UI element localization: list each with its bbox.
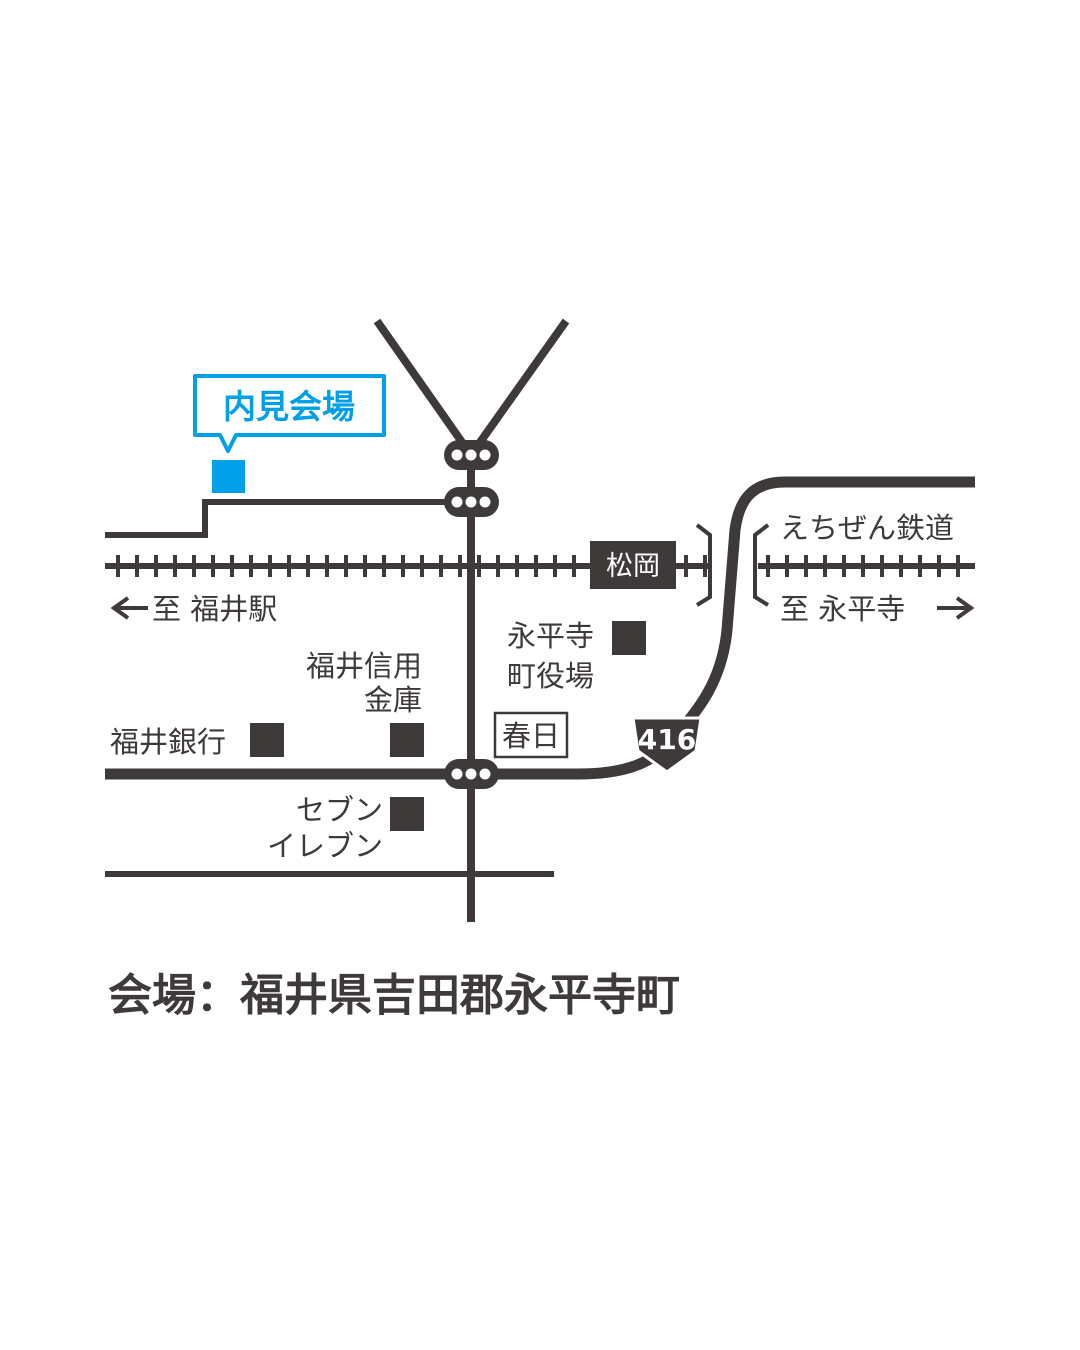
route-416-shield-icon: 416	[631, 716, 703, 774]
signal-lamp-icon	[479, 496, 491, 508]
traffic-signal-top	[444, 440, 499, 470]
roads	[105, 318, 975, 922]
station-matsuoka-box	[590, 541, 676, 589]
landmark-bank: 福井銀行	[110, 723, 284, 759]
credit-union-label-1: 福井信用	[306, 649, 422, 683]
landmark-seven-eleven: セブン イレブン	[267, 793, 424, 863]
credit-union-label-2: 金庫	[364, 683, 422, 717]
traffic-signal-middle	[444, 487, 499, 517]
credit-union-marker-icon	[390, 723, 424, 757]
direction-right-label: 至 永平寺	[780, 592, 905, 626]
signal-lamp-icon	[465, 449, 477, 461]
signal-lamp-icon	[479, 449, 491, 461]
direction-left: 至 福井駅	[110, 592, 277, 626]
station-kasuga-label: 春日	[502, 719, 560, 753]
signal-lamp-icon	[465, 496, 477, 508]
venue-callout-bubble	[193, 374, 386, 453]
bank-marker-icon	[250, 723, 284, 757]
town-office-marker-icon	[612, 621, 646, 655]
signal-lamp-icon	[451, 449, 463, 461]
arrow-left-icon	[110, 596, 148, 620]
signal-lamp-icon	[465, 768, 477, 780]
road-diagonal-right	[467, 318, 570, 458]
road-to-venue	[105, 499, 471, 538]
railway-bridge-bracket-right	[753, 523, 770, 607]
railway-ties	[116, 555, 960, 577]
signal-lamp-icon	[451, 496, 463, 508]
seven-eleven-label-2: イレブン	[267, 829, 383, 863]
venue-callout-label: 内見会場	[223, 387, 355, 426]
venue-callout: 内見会場	[193, 374, 386, 493]
signal-lamp-icon	[479, 768, 491, 780]
town-office-label-2: 町役場	[507, 659, 594, 693]
bank-label: 福井銀行	[110, 725, 226, 759]
venue-marker-icon	[212, 460, 245, 493]
station-matsuoka: 松岡	[590, 541, 676, 589]
venue-address: 会場：福井県吉田郡永平寺町	[108, 970, 680, 1021]
arrow-right-icon	[937, 596, 975, 620]
signal-lamp-icon	[451, 768, 463, 780]
station-matsuoka-label: 松岡	[606, 551, 660, 582]
landmark-credit-union: 福井信用 金庫	[306, 649, 424, 757]
railway-name-label: えちぜん鉄道	[780, 511, 954, 545]
seven-eleven-label-1: セブン	[296, 793, 383, 827]
town-office-label-1: 永平寺	[507, 619, 594, 653]
direction-right: 至 永平寺	[780, 592, 975, 626]
route-416-road	[471, 476, 975, 780]
landmark-town-office: 永平寺 町役場	[507, 619, 646, 693]
railway-bridge-bracket-left	[695, 523, 712, 607]
road-diagonal-left	[373, 318, 475, 458]
station-kasuga-box	[493, 711, 569, 759]
seven-eleven-marker-icon	[390, 797, 424, 831]
route-416-label: 416	[638, 723, 696, 756]
station-kasuga: 春日	[493, 711, 569, 759]
traffic-signal-bottom	[444, 759, 499, 789]
direction-left-label: 至 福井駅	[152, 592, 277, 626]
